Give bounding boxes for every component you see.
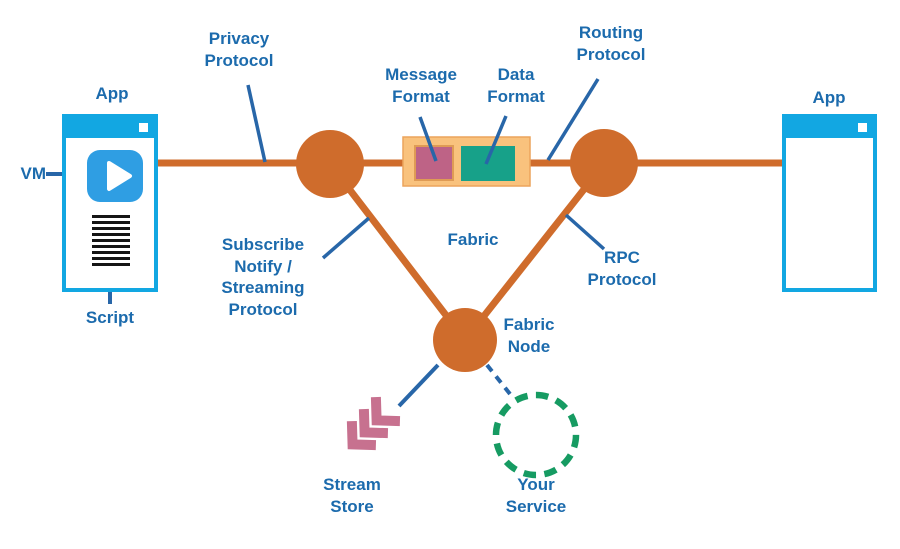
stream-store-chevrons-icon (346, 396, 401, 451)
label-rpc-protocol: RPC Protocol (587, 248, 657, 289)
label-vm: VM (20, 164, 47, 183)
fabric-node-bottom-circle (433, 308, 497, 372)
fabric-node-right-circle (570, 129, 638, 197)
fabric-link-right-diagonal (462, 161, 607, 343)
your-service-dashed-link-line (485, 363, 516, 401)
label-stream-store: Stream Store (323, 475, 381, 516)
label-message-format: Message Format (385, 65, 457, 106)
window-button-icon (139, 123, 148, 132)
play-icon (87, 150, 143, 202)
app-window-left-titlebar (66, 118, 154, 138)
stream-store-link-line (397, 363, 440, 408)
routing-protocol-pointer-line (546, 78, 600, 161)
app-window-left (62, 114, 158, 292)
label-fabric: Fabric (447, 230, 499, 249)
window-button-icon (858, 123, 867, 132)
app-window-right (782, 114, 877, 292)
fabric-node-left-circle (296, 130, 364, 198)
chevron-2 (358, 408, 389, 439)
label-routing-protocol: Routing Protocol (576, 23, 646, 64)
label-data-format: Data Format (487, 65, 545, 106)
chevron-3 (370, 396, 401, 427)
script-icon (92, 215, 130, 266)
play-triangle-icon (107, 161, 132, 191)
message-format-pointer-line (418, 116, 438, 162)
label-app-right: App (812, 88, 846, 107)
app-window-right-titlebar (786, 118, 873, 138)
label-fabric-node: Fabric Node (503, 315, 555, 356)
subscribe-protocol-pointer-line (321, 216, 371, 260)
label-privacy-protocol: Privacy Protocol (204, 29, 274, 70)
data-format-pointer-line (484, 115, 508, 165)
chevron-1 (346, 420, 377, 451)
label-subscribe-protocol: Subscribe Notify / Streaming Protocol (221, 235, 305, 319)
label-app-left: App (95, 84, 129, 103)
label-script: Script (85, 308, 135, 327)
fabric-link-left-diagonal (327, 161, 468, 343)
label-your-service: Your Service (505, 475, 567, 516)
rpc-protocol-pointer-line (564, 213, 606, 251)
privacy-protocol-pointer-line (246, 84, 267, 163)
your-service-dashed-circle-icon (492, 391, 580, 479)
